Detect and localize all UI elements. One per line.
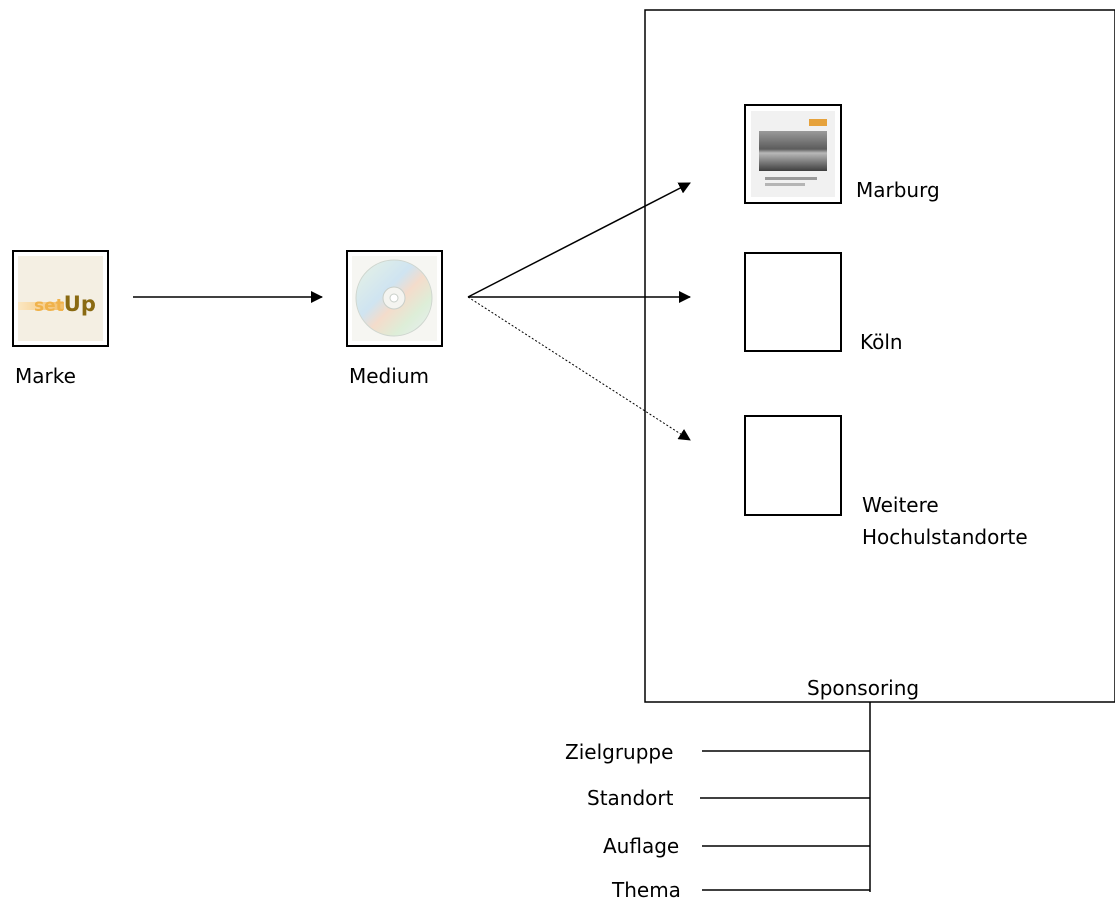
- label-hochulstandorte: Hochulstandorte: [862, 525, 1028, 549]
- brochure-photo: [759, 131, 827, 171]
- label-medium: Medium: [349, 364, 429, 388]
- brochure-text-line: [765, 177, 817, 180]
- label-sponsoring: Sponsoring: [807, 676, 920, 700]
- brochure-text-line: [765, 183, 805, 186]
- logo-set-text: set: [34, 296, 64, 316]
- marburg-brochure-box: [744, 104, 842, 204]
- label-thema: Thema: [612, 878, 681, 902]
- label-zielgruppe: Zielgruppe: [565, 740, 674, 764]
- cd-disc-graphic: [355, 259, 433, 337]
- sponsoring-frame: [644, 9, 1115, 703]
- brochure-cover-icon: [751, 111, 835, 197]
- arrow-medium-to-marburg: [467, 182, 691, 298]
- weitere-box: [744, 415, 842, 516]
- logo-wordmark: setUp: [34, 292, 96, 316]
- arrow-medium-to-weitere: [467, 296, 691, 441]
- label-marburg: Marburg: [856, 178, 940, 202]
- label-koeln: Köln: [860, 330, 903, 354]
- logo-up-text: Up: [63, 292, 96, 316]
- label-auflage: Auflage: [603, 834, 680, 858]
- logo-streak: [18, 302, 64, 310]
- medium-cd-box: [346, 250, 443, 347]
- cd-disc-icon: [352, 256, 437, 341]
- label-weitere: Weitere: [862, 493, 939, 517]
- setup-logo-icon: setUp: [18, 256, 103, 341]
- koeln-box: [744, 252, 842, 352]
- brochure-logo: [809, 119, 827, 126]
- label-marke: Marke: [15, 364, 76, 388]
- marke-logo-box: setUp: [12, 250, 109, 347]
- label-standort: Standort: [587, 786, 674, 810]
